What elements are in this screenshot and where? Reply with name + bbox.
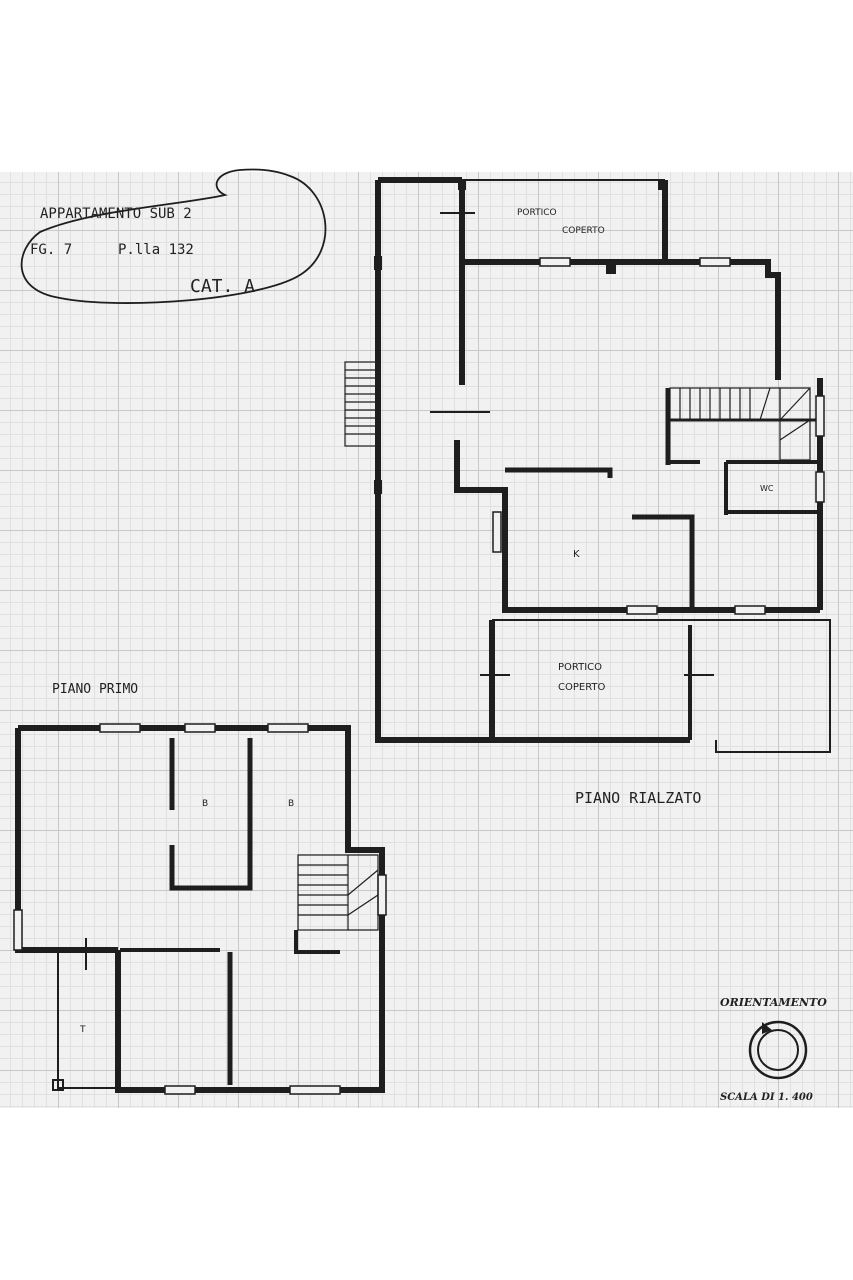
external-stair	[344, 361, 379, 447]
ground-floor-labels: PORTICO COPERTO K WC PORTICO COPERTO PIA…	[517, 208, 774, 807]
orientation-label: ORIENTAMENTO	[720, 996, 827, 1009]
wc-label: WC	[760, 484, 774, 493]
portico-top-line2: COPERTO	[562, 226, 605, 236]
bath1-label: B	[202, 799, 208, 809]
header-particella: P.lla 132	[118, 242, 194, 258]
kitchen-label: K	[573, 549, 580, 560]
orientation-compass: ORIENTAMENTO SCALA DI 1. 400	[720, 996, 827, 1103]
scale-label: SCALA DI 1. 400	[720, 1092, 813, 1103]
header-line1: APPARTAMENTO SUB 2	[40, 206, 192, 222]
portico-bottom-line1: PORTICO	[558, 662, 602, 673]
internal-stair-ground	[669, 387, 811, 461]
terrace-label: T	[79, 1025, 86, 1035]
compass-inner-ring	[757, 1029, 799, 1071]
bath2-label: B	[288, 799, 294, 809]
internal-stair-first	[297, 854, 379, 931]
annotation-loop	[20, 168, 327, 304]
first-floor-title: PIANO PRIMO	[52, 682, 138, 697]
ground-floor-title: PIANO RIALZATO	[575, 789, 701, 807]
compass-outer-ring	[748, 1020, 808, 1080]
header-foglio: FG. 7	[30, 242, 72, 258]
header-category: CAT. A	[190, 276, 255, 297]
first-floor-labels: B B T	[79, 799, 294, 1035]
header-annotation: APPARTAMENTO SUB 2 FG. 7 P.lla 132 CAT. …	[20, 168, 327, 304]
portico-top-line1: PORTICO	[517, 208, 557, 218]
ground-floor-plan	[344, 177, 831, 753]
north-arrow-icon	[762, 1022, 772, 1034]
first-floor-plan	[13, 723, 387, 1095]
portico-bottom-line2: COPERTO	[558, 682, 606, 693]
